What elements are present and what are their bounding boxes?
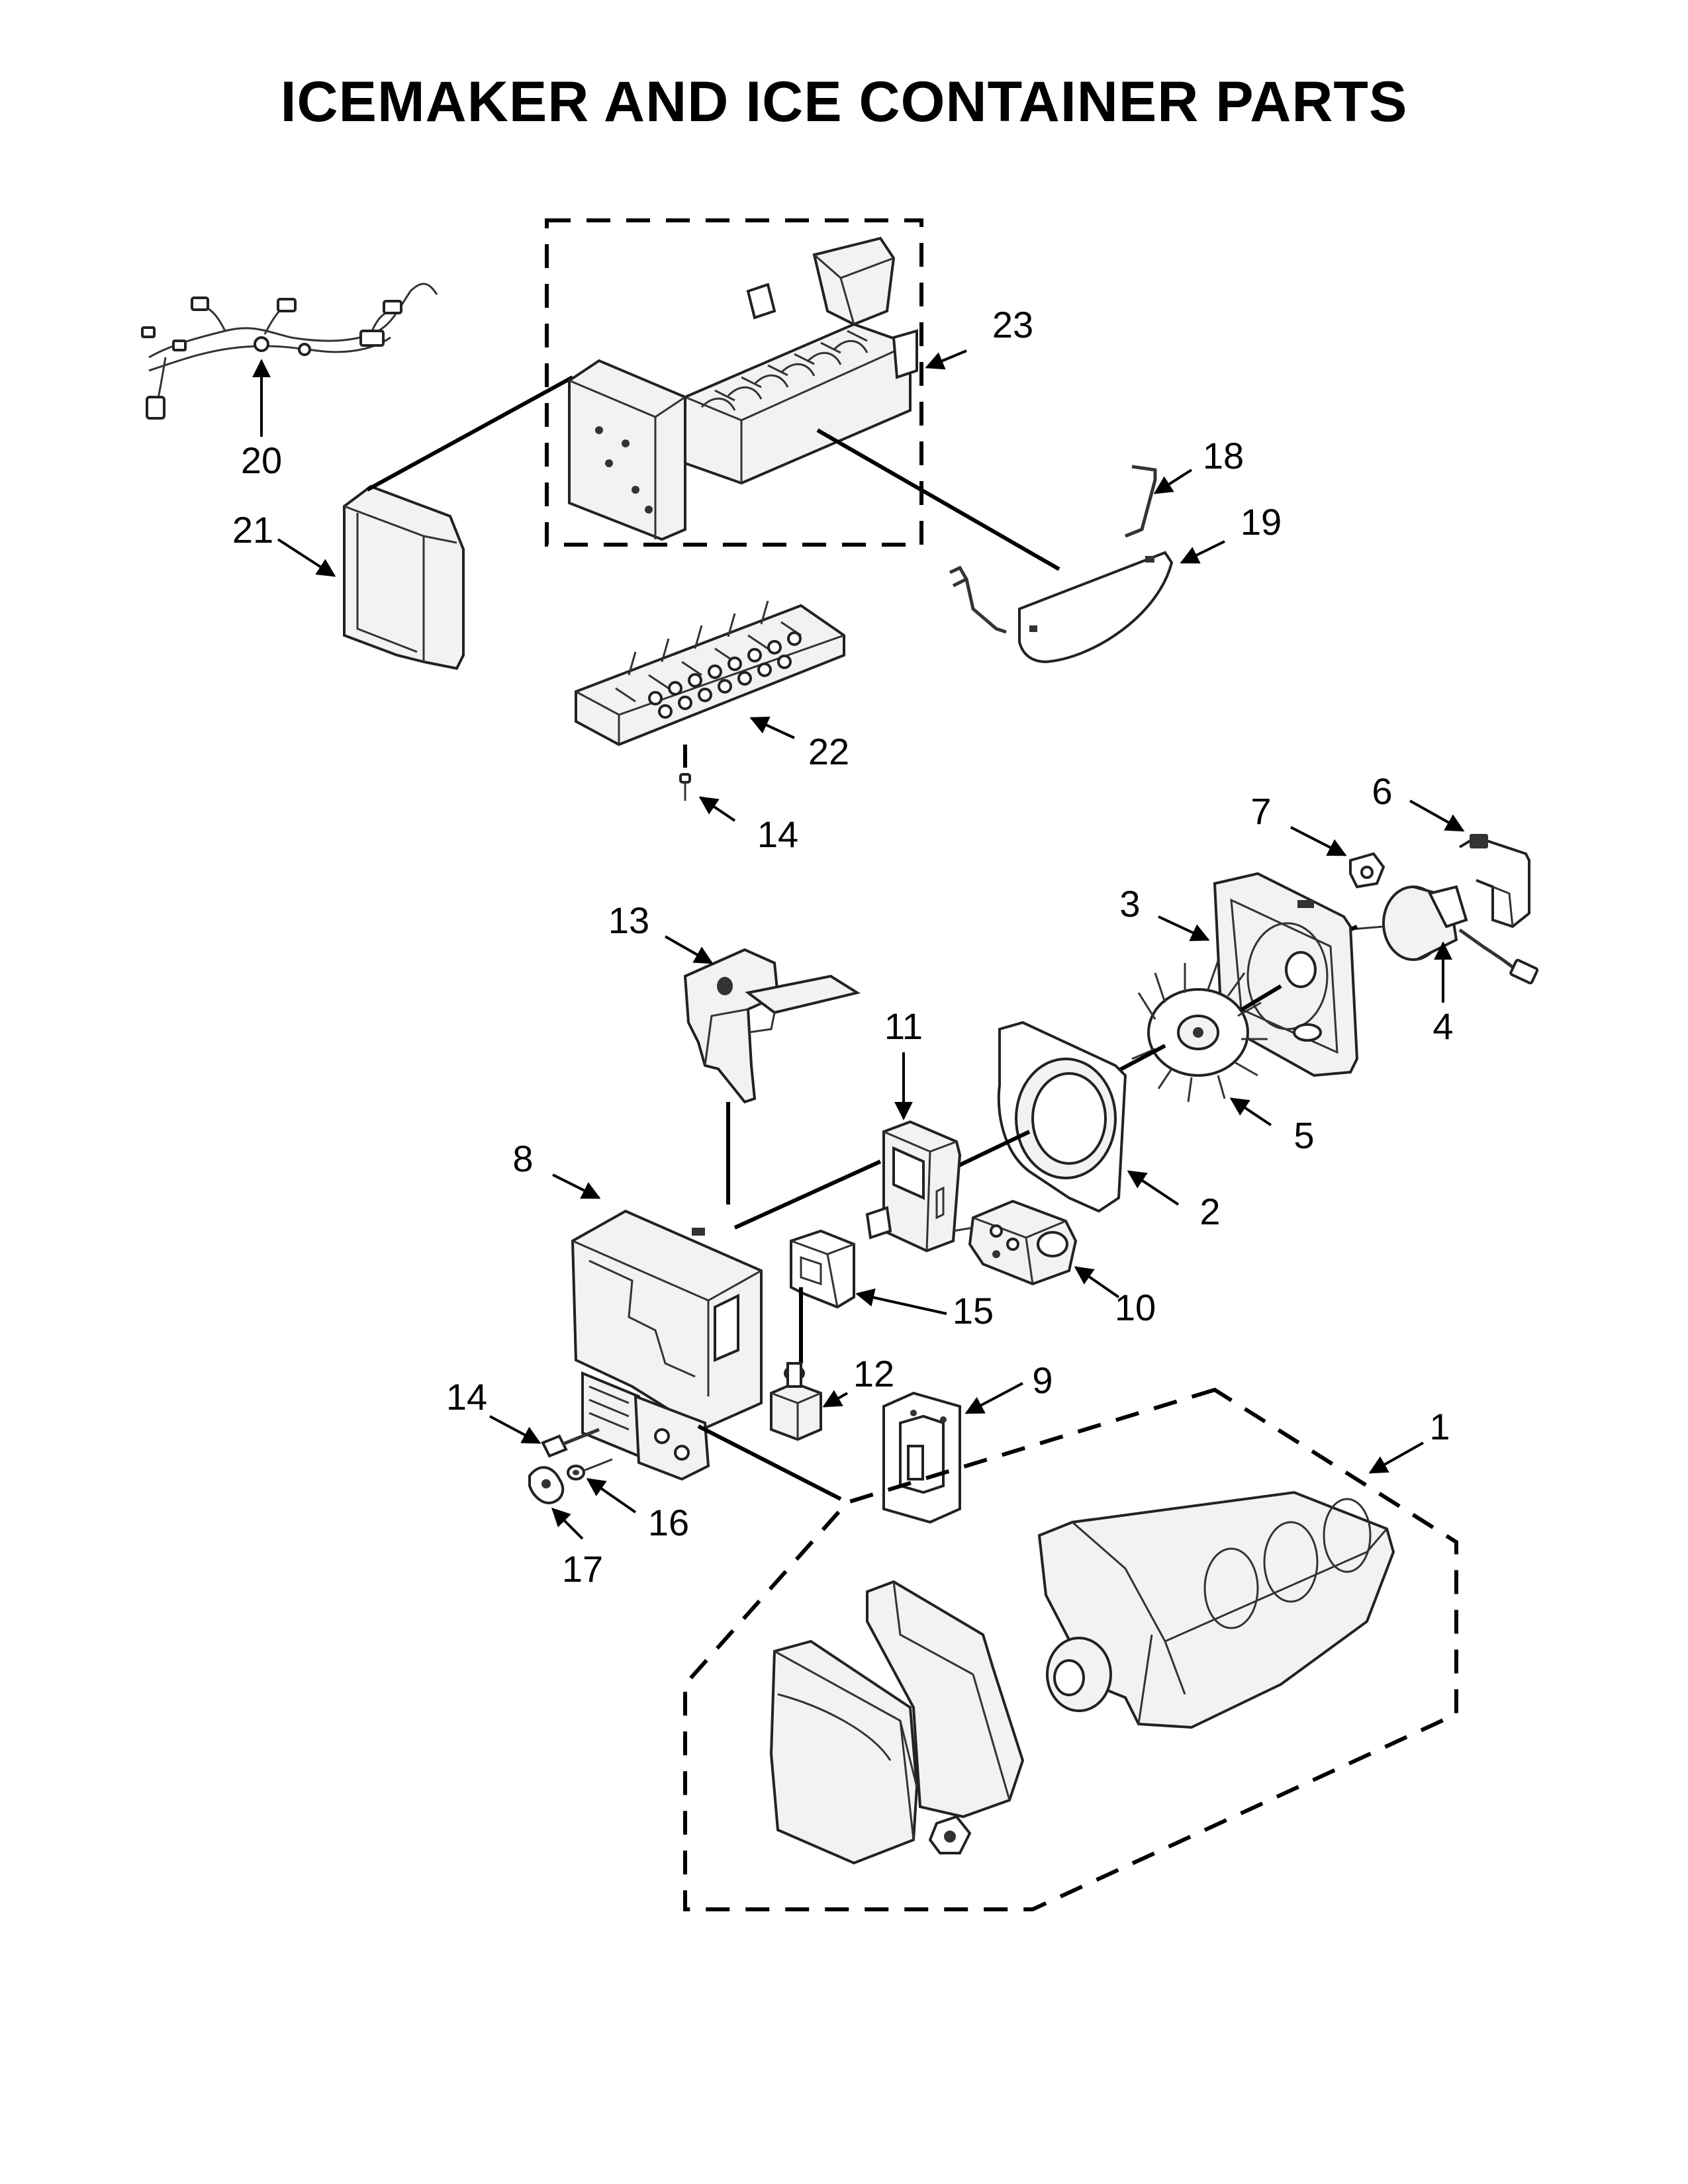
part-22-ice-mold — [575, 600, 845, 747]
part-8-auger-housing — [571, 1209, 763, 1481]
callout-21: 21 — [232, 509, 273, 551]
callout-14-lower: 14 — [446, 1376, 487, 1418]
part-14-screw-lower — [541, 1428, 600, 1458]
icemaker-assembly-group — [545, 218, 923, 547]
callout-5: 5 — [1293, 1115, 1314, 1156]
part-12-solenoid — [770, 1362, 822, 1441]
part-6-motor-bracket — [1458, 834, 1530, 929]
callout-22: 22 — [808, 731, 849, 772]
callout-17: 17 — [562, 1548, 603, 1590]
part-21-icemaker-cover — [343, 484, 465, 670]
part-11-dispenser-switch — [865, 1120, 962, 1253]
part-17-wing-nut — [528, 1466, 565, 1504]
callout-15: 15 — [953, 1290, 994, 1332]
ice-container-group — [683, 1387, 1458, 1911]
callout-14-upper: 14 — [757, 813, 798, 855]
part-10-auger-motor — [953, 1199, 1078, 1286]
callout-10: 10 — [1115, 1287, 1156, 1328]
callout-7: 7 — [1250, 790, 1271, 832]
callout-6: 6 — [1372, 770, 1392, 812]
callout-2: 2 — [1199, 1191, 1220, 1232]
callout-23: 23 — [992, 304, 1033, 345]
callout-4: 4 — [1432, 1005, 1453, 1047]
part-23-icemaker-assembly — [568, 236, 918, 541]
callout-16: 16 — [648, 1502, 689, 1543]
part-2-fan-shroud — [997, 1021, 1127, 1213]
part-3-fan-housing — [1213, 872, 1359, 1077]
part-5-fan-blade — [1131, 960, 1268, 1103]
callout-1: 1 — [1429, 1406, 1450, 1447]
part-19-shutoff-paddle — [1018, 551, 1174, 664]
part-9-dispenser-bezel — [882, 1391, 961, 1524]
part-13-ice-chute — [683, 948, 861, 1104]
callout-3: 3 — [1119, 883, 1140, 925]
callout-9: 9 — [1032, 1359, 1053, 1401]
callout-12: 12 — [853, 1353, 894, 1394]
callout-13: 13 — [608, 899, 649, 941]
diagram-title: ICEMAKER AND ICE CONTAINER PARTS — [280, 70, 1408, 134]
part-14-screw-upper — [679, 773, 691, 801]
callout-8: 8 — [512, 1138, 533, 1179]
part-16-washer — [567, 1458, 613, 1480]
part-7-clip — [1349, 852, 1385, 889]
part-1-ice-container-assembly — [769, 1490, 1395, 1865]
part-4-fan-motor — [1343, 885, 1539, 985]
callout-11: 11 — [884, 1005, 923, 1047]
callout-18: 18 — [1203, 435, 1244, 477]
callout-19: 19 — [1241, 501, 1282, 543]
callout-20: 20 — [241, 439, 282, 481]
part-20-wire-harness — [141, 283, 438, 420]
part-15-actuator-bracket — [790, 1229, 855, 1309]
